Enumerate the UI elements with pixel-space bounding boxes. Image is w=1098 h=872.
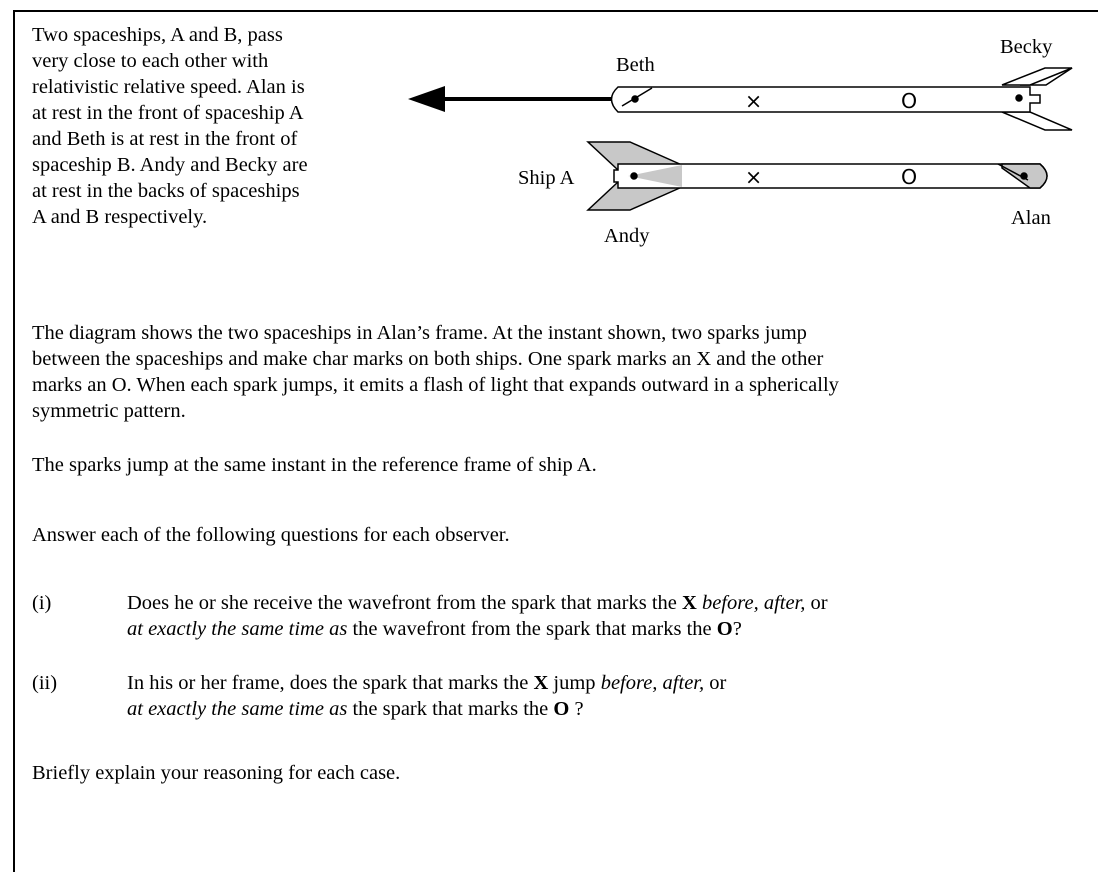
q2-x-mark: X xyxy=(533,672,549,694)
q2-options: before, after, xyxy=(600,672,705,694)
intro-line: A and B respectively. xyxy=(32,206,208,228)
q1-options: before, after, xyxy=(696,592,806,614)
mark-o-ship-b: O xyxy=(901,89,918,113)
q1-or: or xyxy=(805,592,828,614)
paragraph-line: The diagram shows the two spaceships in … xyxy=(32,322,807,344)
paragraph-line: symmetric pattern. xyxy=(32,400,186,422)
label-andy: Andy xyxy=(604,225,650,247)
label-beth: Beth xyxy=(616,54,655,76)
mark-o-ship-a: O xyxy=(901,165,918,189)
question-2-number: (ii) xyxy=(32,672,58,694)
intro-line: Two spaceships, A and B, pass xyxy=(32,24,283,46)
question-1-number: (i) xyxy=(32,592,52,614)
document-frame xyxy=(13,10,1098,872)
label-ship-a: Ship A xyxy=(518,167,575,189)
intro-line: relativistic relative speed. Alan is xyxy=(32,76,305,98)
mark-x-ship-a: × xyxy=(745,165,763,189)
diagram-description-paragraph: The diagram shows the two spaceships in … xyxy=(32,320,1082,424)
q1-same-time: at exactly the same time as xyxy=(127,618,348,640)
intro-line: at rest in the front of spaceship A xyxy=(32,102,304,124)
q2-question-mark: ? xyxy=(569,698,584,720)
paragraph-line: marks an O. When each spark jumps, it em… xyxy=(32,374,839,396)
q2-text-2: the spark that marks the xyxy=(347,698,554,720)
mark-x-ship-b: × xyxy=(745,89,763,113)
question-1-text: Does he or she receive the wavefront fro… xyxy=(127,590,828,642)
frame-statement: The sparks jump at the same instant in t… xyxy=(32,454,597,476)
q1-x-mark: X xyxy=(682,592,697,614)
question-2-text: In his or her frame, does the spark that… xyxy=(127,670,726,722)
instructions: Answer each of the following questions f… xyxy=(32,524,510,546)
spaceship-diagram: × × O O Beth Becky Ship A Andy Alan xyxy=(390,30,1090,267)
intro-line: at rest in the backs of spaceships xyxy=(32,180,300,202)
q2-jump: jump xyxy=(548,672,601,694)
spaceship-diagram-svg xyxy=(408,67,1073,211)
intro-line: and Beth is at rest in the front of xyxy=(32,128,298,150)
q1-text: Does he or she receive the wavefront fro… xyxy=(127,592,683,614)
q1-o-mark: O xyxy=(716,618,733,640)
q2-or: or xyxy=(704,672,727,694)
label-alan: Alan xyxy=(1011,207,1051,229)
q1-text-2: the wavefront from the spark that marks … xyxy=(347,618,717,640)
closing-instruction: Briefly explain your reasoning for each … xyxy=(32,762,401,784)
q1-question-mark: ? xyxy=(732,618,742,640)
q2-text: In his or her frame, does the spark that… xyxy=(127,672,534,694)
ship-b xyxy=(610,67,1073,131)
q2-same-time: at exactly the same time as xyxy=(127,698,348,720)
label-becky: Becky xyxy=(1000,36,1053,58)
paragraph-line: between the spaceships and make char mar… xyxy=(32,348,824,370)
ship-a xyxy=(586,141,1048,211)
velocity-arrow xyxy=(408,86,612,112)
q2-o-mark: O xyxy=(553,698,570,720)
intro-line: very close to each other with xyxy=(32,50,269,72)
intro-line: spaceship B. Andy and Becky are xyxy=(32,154,308,176)
intro-paragraph: Two spaceships, A and B, pass very close… xyxy=(32,22,402,230)
